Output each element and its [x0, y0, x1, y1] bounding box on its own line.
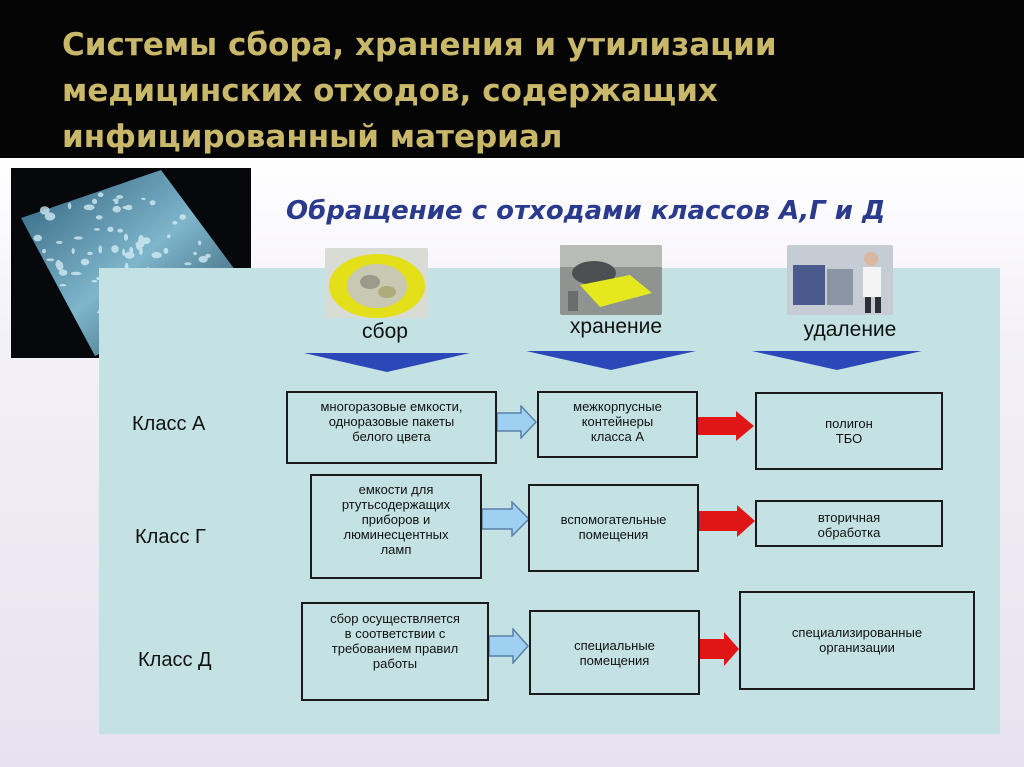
class-d-red-arrow	[700, 632, 739, 666]
water-drop	[107, 226, 114, 232]
class-a-storage-text: межкорпусные контейнеры класса А	[573, 399, 662, 444]
water-drop	[172, 221, 178, 225]
class-a-blue-arrow	[497, 405, 537, 439]
class-a-disposal-text: полигон ТБО	[825, 416, 873, 446]
class-d-disposal-box: специализированные организации	[739, 591, 975, 690]
water-drop	[114, 199, 119, 205]
class-g-disposal-box: вторичная обработка	[755, 500, 943, 547]
water-drop	[111, 245, 119, 253]
class-a-red-arrow	[698, 411, 754, 441]
class-g-collection-text: емкости для ртутьсодержащих приборов и л…	[341, 482, 451, 557]
slide-title: Системы сбора, хранения и утилизации мед…	[62, 27, 777, 155]
class-g-collection-box: емкости для ртутьсодержащих приборов и л…	[310, 474, 482, 579]
diagram-subtitle: Обращение с отходами классов А,Г и Д	[286, 196, 886, 226]
water-drop	[59, 284, 67, 287]
class-d-storage-text: специальные помещения	[574, 638, 655, 668]
class-a-label: Класс А	[132, 413, 206, 435]
water-drop	[92, 198, 98, 205]
class-d-label: Класс Д	[138, 649, 212, 671]
water-drop	[112, 205, 121, 213]
water-drop	[98, 245, 103, 254]
water-drop	[58, 269, 68, 276]
water-drop	[97, 192, 104, 197]
water-drop	[205, 253, 211, 259]
water-drop	[184, 262, 192, 266]
water-drop	[80, 258, 90, 266]
water-drop	[91, 279, 98, 283]
stage-label-disposal: удаление	[803, 318, 897, 341]
stage-label-collection: сбор	[362, 320, 408, 343]
class-a-storage-box: межкорпусные контейнеры класса А	[537, 391, 698, 458]
water-drop	[179, 214, 186, 220]
class-a-collection-box: многоразовые емкости, одноразовые пакеты…	[286, 391, 497, 464]
class-d-collection-text: сбор осуществляется в соответствии с тре…	[330, 611, 460, 671]
stage-chevron-disposal	[752, 351, 922, 370]
waste-removal-worker-image	[787, 245, 893, 315]
water-drop	[73, 236, 83, 240]
class-g-storage-text: вспомогательные помещения	[560, 512, 667, 542]
water-drop	[46, 258, 55, 262]
water-drop	[122, 205, 131, 210]
water-drop	[42, 249, 46, 254]
class-g-label: Класс Г	[135, 526, 206, 548]
water-drop	[87, 251, 93, 256]
stage-label-storage: хранение	[569, 315, 663, 338]
water-drop	[139, 246, 143, 255]
water-drop	[135, 241, 145, 248]
water-drop	[123, 233, 129, 241]
water-drop	[55, 260, 62, 269]
water-drop	[193, 251, 197, 256]
water-drop	[39, 206, 50, 215]
water-drop	[122, 248, 126, 256]
class-a-disposal-box: полигон ТБО	[755, 392, 943, 470]
water-drop	[167, 234, 171, 239]
water-drop	[198, 240, 202, 246]
water-drop	[124, 251, 135, 259]
class-a-collection-text: многоразовые емкости, одноразовые пакеты…	[320, 399, 463, 444]
water-drop	[149, 200, 156, 206]
water-drop	[138, 234, 144, 243]
water-drop	[56, 240, 63, 244]
water-drop	[67, 202, 72, 210]
title-bar	[0, 0, 1024, 158]
water-drop	[83, 204, 95, 211]
class-g-blue-arrow	[482, 501, 530, 537]
yellow-waste-bag-image	[325, 248, 428, 318]
water-drop	[70, 271, 82, 276]
water-drop	[71, 248, 75, 254]
class-g-storage-box: вспомогательные помещения	[528, 484, 699, 572]
water-drop	[93, 228, 100, 231]
water-drop	[151, 251, 162, 259]
stage-chevron-collection	[304, 353, 470, 372]
class-d-blue-arrow	[489, 628, 529, 664]
water-drop	[117, 228, 124, 233]
class-d-storage-box: специальные помещения	[529, 610, 700, 695]
waste-container-image	[560, 245, 662, 315]
water-drop	[163, 247, 169, 254]
class-d-disposal-text: специализированные организации	[791, 625, 923, 655]
water-drop	[95, 215, 103, 220]
class-g-red-arrow	[699, 505, 755, 537]
water-drop	[116, 195, 124, 199]
class-d-collection-box: сбор осуществляется в соответствии с тре…	[301, 602, 489, 701]
stage-chevron-storage	[526, 351, 696, 370]
water-drop	[33, 234, 42, 242]
water-drop	[46, 213, 50, 217]
water-drop	[198, 256, 208, 263]
class-g-disposal-text: вторичная обработка	[817, 510, 881, 540]
water-drop	[141, 197, 146, 201]
